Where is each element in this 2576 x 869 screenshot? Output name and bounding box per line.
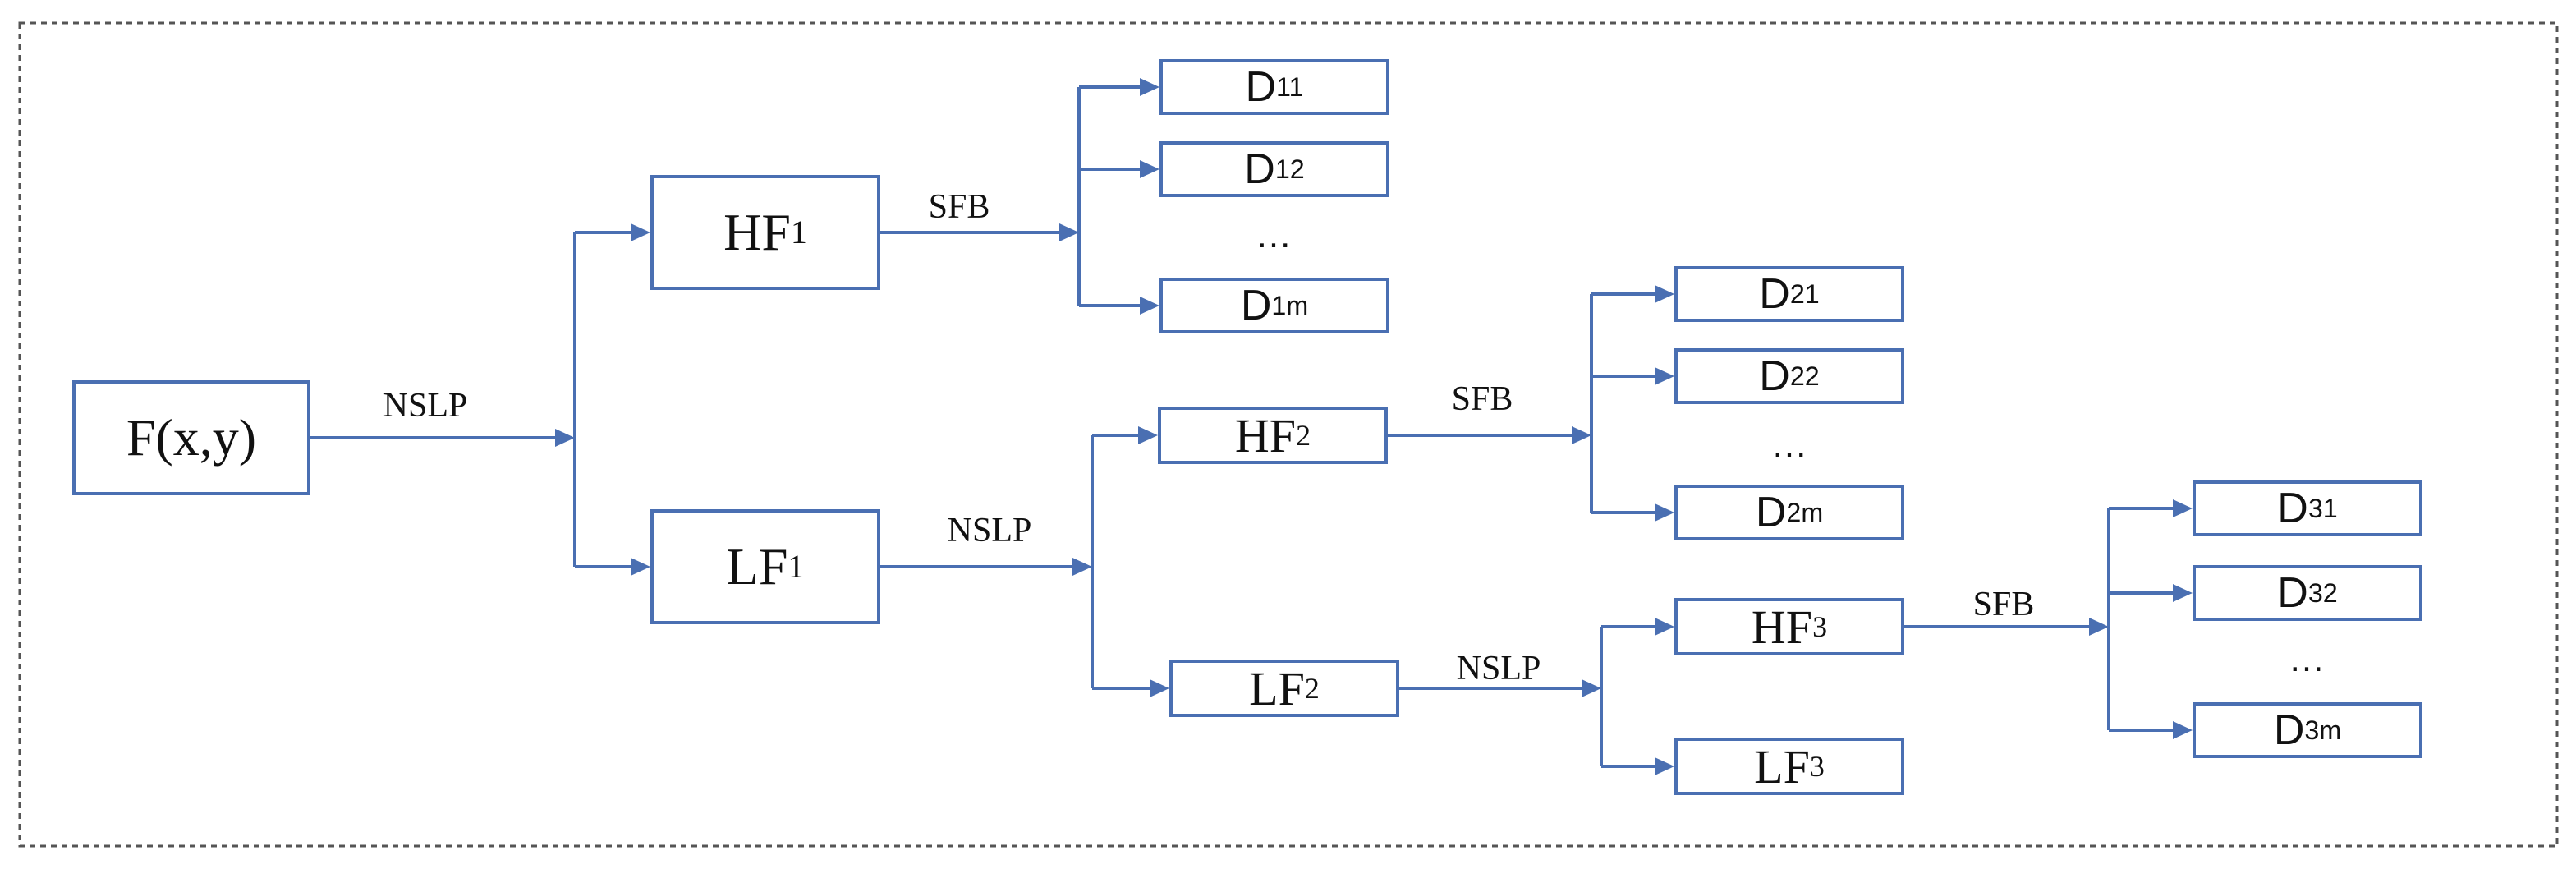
arrow-lf1-split-head — [1072, 558, 1092, 576]
arrow-to-lf3-head — [1655, 757, 1674, 775]
node-D1m-base: D — [1240, 282, 1272, 329]
arrow-lf2-split-head — [1582, 679, 1601, 697]
arrow-hf3-sfb-head — [2089, 618, 2109, 636]
arrow-to-d3m-head — [2173, 721, 2193, 739]
arrow-to-d31-head — [2173, 499, 2193, 517]
node-LF2-base: LF — [1249, 661, 1305, 715]
ellipsis-d1: ... — [1256, 215, 1293, 255]
arrow-to-hf2-head — [1138, 426, 1158, 444]
ellipsis-d3: ... — [2289, 639, 2326, 679]
arrow-to-hf1-head — [631, 223, 650, 241]
node-F-label: F(x,y) — [126, 408, 257, 467]
node-HF1-base: HF — [723, 203, 791, 261]
node-HF3-base: HF — [1751, 600, 1813, 654]
edge-label-nslp-2: NSLP — [947, 512, 1032, 549]
arrow-to-hf3-head — [1655, 618, 1674, 636]
edge-label-nslp-1: NSLP — [383, 387, 468, 425]
edge-label-nslp-3: NSLP — [1456, 650, 1541, 687]
node-D21-base: D — [1759, 270, 1790, 318]
arrow-hf1-sfb-head — [1059, 223, 1079, 241]
node-D11-base: D — [1245, 63, 1277, 111]
node-F: F(x,y) — [72, 380, 310, 495]
node-D32-base: D — [2277, 569, 2308, 617]
arrow-to-d22-head — [1655, 367, 1674, 385]
node-LF3-base: LF — [1754, 739, 1810, 793]
arrow-to-lf1-head — [631, 558, 650, 576]
node-D2m-base: D — [1755, 489, 1787, 536]
edge-label-sfb-2: SFB — [1451, 380, 1513, 418]
arrow-to-d2m-head — [1655, 503, 1674, 522]
node-D31-base: D — [2277, 485, 2308, 532]
node-LF1-base: LF — [726, 537, 788, 595]
edge-label-sfb-1: SFB — [928, 188, 990, 226]
arrow-to-d32-head — [2173, 584, 2193, 602]
arrow-f-split-head — [555, 429, 575, 447]
arrow-to-d1m-head — [1140, 297, 1159, 315]
node-D12-base: D — [1244, 145, 1275, 193]
dashed-frame — [18, 21, 2559, 848]
arrow-to-d11-head — [1140, 78, 1159, 96]
arrow-to-d12-head — [1140, 160, 1159, 178]
node-D3m-base: D — [2273, 706, 2305, 754]
arrow-to-lf2-head — [1150, 679, 1169, 697]
node-HF2-base: HF — [1234, 408, 1297, 462]
arrow-to-d21-head — [1655, 285, 1674, 303]
edge-label-sfb-3: SFB — [1972, 586, 2035, 623]
ellipsis-d2: ... — [1772, 425, 1808, 465]
node-D22-base: D — [1759, 352, 1790, 400]
arrow-hf2-sfb-head — [1572, 426, 1591, 444]
